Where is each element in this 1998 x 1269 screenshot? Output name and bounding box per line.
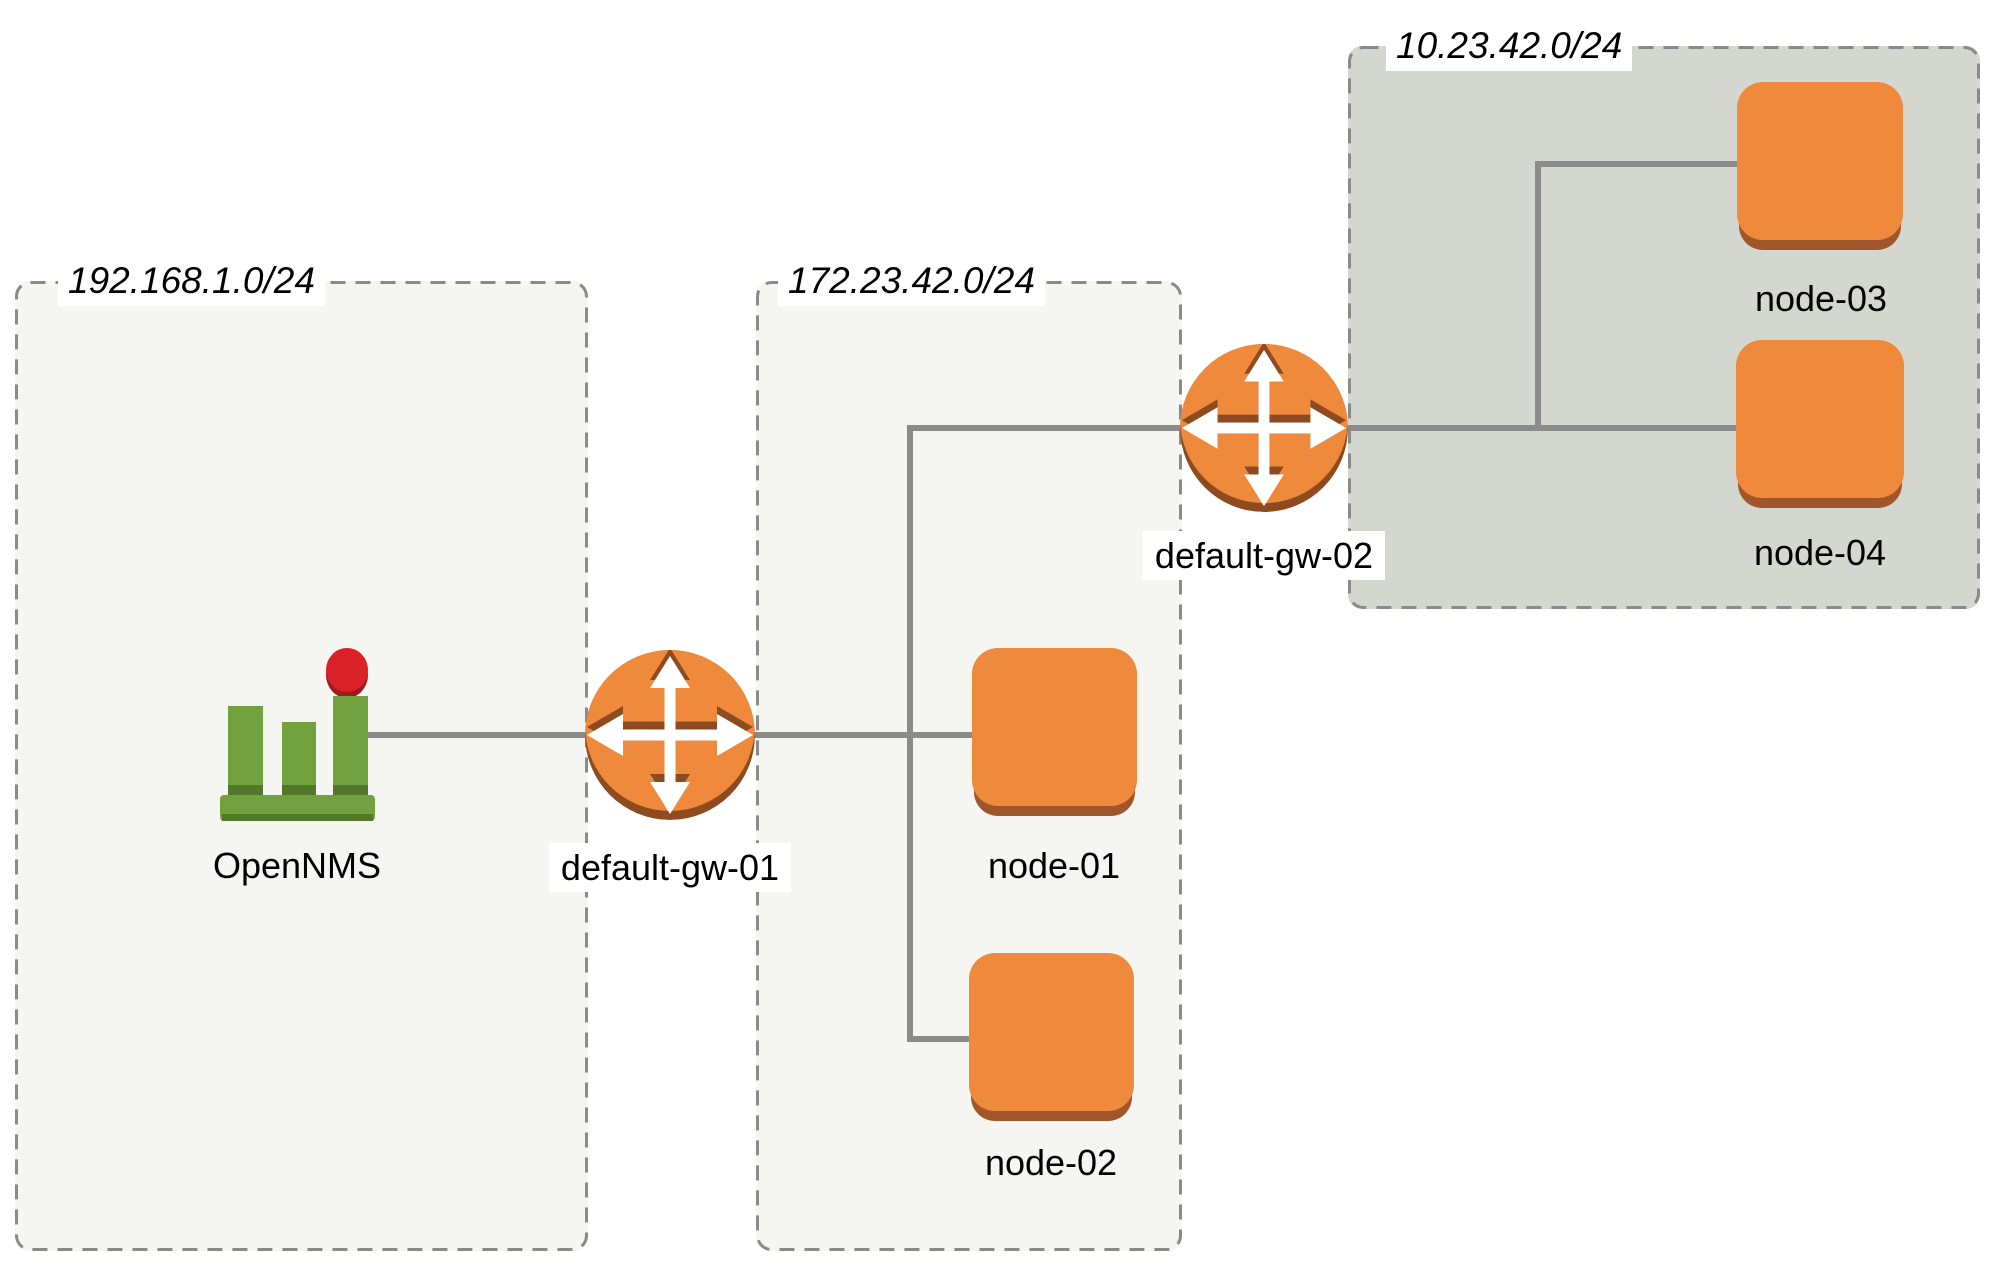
opennms-label: OpenNMS [212, 845, 382, 886]
subnet-dashed-border [1348, 46, 1980, 609]
opennms-bar-chart-icon [220, 648, 375, 821]
link-gw02-node04 [1346, 425, 1740, 431]
node-01-icon[interactable] [972, 648, 1137, 806]
gw01-label: default-gw-01 [548, 843, 792, 892]
router-icon [1180, 344, 1348, 512]
subnet-dashed-border [756, 281, 1182, 1251]
router-icon [585, 650, 755, 820]
router-gw01-icon[interactable] [585, 650, 755, 820]
router-gw02-icon[interactable] [1180, 344, 1348, 512]
opennms-server-icon[interactable] [220, 642, 375, 827]
node-03-icon[interactable] [1737, 82, 1903, 240]
link-branch-node03 [1535, 161, 1740, 167]
router-arrows [1181, 349, 1347, 507]
node02-label: node-02 [984, 1142, 1118, 1183]
alarm-dot [326, 648, 368, 698]
gw02-label: default-gw-02 [1142, 531, 1386, 580]
node01-label: node-01 [987, 845, 1121, 886]
bar-chart-base [220, 795, 375, 821]
node-02-icon[interactable] [969, 953, 1134, 1111]
link-opennms-gw01 [365, 732, 588, 738]
router-arrows [587, 656, 753, 814]
subnet-label-192-168-1-0: 192.168.1.0/24 [58, 256, 325, 307]
link-subnet2-branch [907, 425, 913, 1042]
subnet-label-172-23-42-0: 172.23.42.0/24 [778, 256, 1045, 307]
node03-label: node-03 [1754, 278, 1888, 319]
node-04-icon[interactable] [1736, 340, 1904, 498]
bar-chart-bars [228, 696, 368, 796]
subnet-label-10-23-42-0: 10.23.42.0/24 [1386, 21, 1633, 72]
link-branch-gw02 [907, 425, 1182, 431]
link-gw01-node01 [752, 732, 974, 738]
link-branch-node02 [907, 1036, 972, 1042]
node04-label: node-04 [1753, 532, 1887, 573]
link-node03-branch [1535, 161, 1541, 431]
subnet-dashed-border [15, 281, 588, 1251]
